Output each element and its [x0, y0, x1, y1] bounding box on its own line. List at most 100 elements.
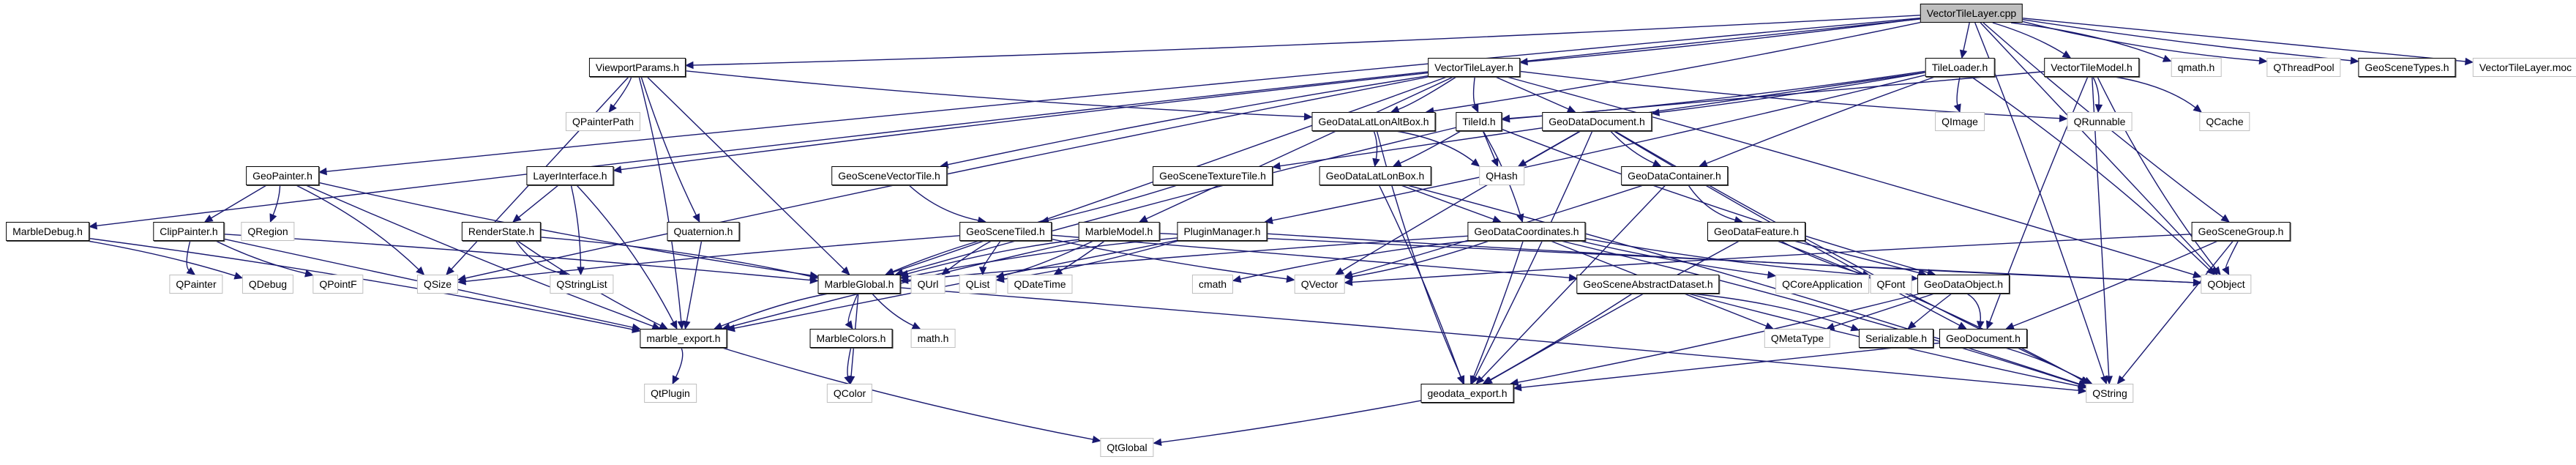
graph-node-qthreadpool: QThreadPool [2266, 58, 2341, 77]
graph-node-geoscenetiled-h[interactable]: GeoSceneTiled.h [959, 222, 1052, 241]
arrowhead-icon [692, 213, 700, 223]
arrowhead-icon [2258, 56, 2268, 65]
include-edge [692, 15, 1921, 66]
arrowhead-icon [1953, 103, 1961, 114]
include-edge [2022, 18, 2467, 62]
graph-node-geodatafeature-h[interactable]: GeoDataFeature.h [1707, 222, 1805, 241]
graph-node-qmetatype: QMetaType [1764, 329, 1831, 348]
arrowhead-icon [2078, 382, 2087, 390]
arrowhead-icon [1372, 157, 1380, 168]
graph-node-vectortilelayer-h[interactable]: VectorTileLayer.h [1428, 58, 1520, 77]
include-edge [646, 76, 845, 271]
include-edge [1956, 76, 1961, 106]
graph-node-qsize: QSize [416, 275, 459, 294]
arrowhead-icon [2193, 104, 2202, 113]
graph-node-geoscenetypes-h[interactable]: GeoSceneTypes.h [2358, 58, 2456, 77]
graph-node-qpointf: QPointF [312, 275, 364, 294]
graph-node-marble-export-h[interactable]: marble_export.h [640, 329, 727, 348]
graph-node-geoscenevectortile-h[interactable]: GeoSceneVectorTile.h [831, 166, 947, 185]
include-edge [1705, 76, 1935, 165]
graph-node-quaternion-h[interactable]: Quaternion.h [667, 222, 740, 241]
include-edge [95, 18, 1921, 227]
include-edge [1267, 233, 2195, 283]
graph-node-geodocument-h[interactable]: GeoDocument.h [1939, 329, 2027, 348]
arrowhead-icon [2116, 375, 2126, 384]
arrowhead-icon [1286, 275, 1295, 283]
include-edge [946, 240, 992, 272]
include-edge [2121, 240, 2234, 379]
include-edge [900, 287, 2080, 392]
include-edge [1480, 185, 1666, 379]
graph-node-qtplugin: QtPlugin [644, 384, 697, 403]
include-edge [1780, 240, 1864, 275]
graph-node-geopainter-h[interactable]: GeoPainter.h [246, 166, 319, 185]
include-edge [686, 240, 703, 323]
include-edge [1472, 76, 1476, 107]
graph-node-marblemodel-h[interactable]: MarbleModel.h [1078, 222, 1160, 241]
graph-node-geodataobject-h[interactable]: GeoDataObject.h [1917, 275, 2010, 294]
graph-node-geoscenegroup-h[interactable]: GeoSceneGroup.h [2191, 222, 2291, 241]
graph-node-vectortilelayer-cpp[interactable]: VectorTileLayer.cpp [1920, 4, 2023, 23]
arrowhead-icon [457, 278, 467, 286]
include-edge [1971, 76, 2210, 271]
include-edge [2022, 19, 2352, 62]
arrowhead-icon [1767, 271, 1777, 279]
graph-node-tileid-h[interactable]: TileId.h [1456, 112, 1502, 131]
include-edge [464, 235, 960, 283]
include-edge [1047, 185, 1177, 221]
arrowhead-icon [1344, 272, 1353, 280]
graph-node-math-h: math.h [910, 329, 956, 348]
graph-node-geodatacontainer-h[interactable]: GeoDataContainer.h [1621, 166, 1728, 185]
graph-node-geoscenetexturetile-h[interactable]: GeoSceneTextureTile.h [1153, 166, 1273, 185]
arrowhead-icon [1469, 375, 1478, 385]
graph-node-geodatacoordinates-h[interactable]: GeoDataCoordinates.h [1467, 222, 1586, 241]
include-edge [638, 76, 682, 323]
arrowhead-icon [613, 165, 622, 174]
arrowhead-icon [899, 276, 909, 284]
graph-node-serializable-h[interactable]: Serializable.h [1858, 329, 1934, 348]
include-edge [872, 293, 915, 327]
arrowhead-icon [672, 375, 680, 385]
include-edge [1520, 342, 1940, 388]
graph-node-viewportparams-h[interactable]: ViewportParams.h [588, 58, 686, 77]
include-edge [2092, 76, 2100, 106]
graph-node-qurl: QUrl [910, 275, 946, 294]
include-edge [224, 234, 812, 281]
arrowhead-icon [1153, 438, 1162, 447]
graph-node-layerinterface-h[interactable]: LayerInterface.h [526, 166, 614, 185]
graph-node-qdebug: QDebug [242, 275, 294, 294]
arrowhead-icon [632, 323, 641, 332]
arrowhead-icon [684, 61, 694, 70]
graph-node-tileloader-h[interactable]: TileLoader.h [1925, 58, 1995, 77]
graph-node-geodatalatlonbox-h[interactable]: GeoDataLatLonBox.h [1319, 166, 1431, 185]
graph-node-marblecolors-h[interactable]: MarbleColors.h [809, 329, 893, 348]
graph-node-cmath: cmath [1191, 275, 1234, 294]
include-edge [891, 240, 980, 273]
include-edge [1506, 76, 2195, 276]
arrowhead-icon [446, 266, 454, 275]
include-edge [1482, 130, 1496, 160]
graph-node-clippainter-h[interactable]: ClipPainter.h [153, 222, 225, 241]
graph-node-geodatadocument-h[interactable]: GeoDataDocument.h [1542, 112, 1652, 131]
arrowhead-icon [1344, 278, 1353, 286]
graph-node-marbleglobal-h[interactable]: MarbleGlobal.h [817, 275, 901, 294]
arrowhead-icon [2220, 214, 2230, 223]
graph-node-geodata-export-h[interactable]: geodata_export.h [1420, 384, 1514, 403]
graph-node-vectortilemodel-h[interactable]: VectorTileModel.h [2044, 58, 2139, 77]
include-edge [2022, 21, 2261, 62]
include-edge [2114, 76, 2197, 109]
include-edge [215, 240, 307, 275]
graph-node-pluginmanager-h[interactable]: PluginManager.h [1177, 222, 1268, 241]
graph-node-qlist: QList [959, 275, 997, 294]
arrowhead-icon [2212, 266, 2221, 275]
arrowhead-icon [683, 320, 691, 330]
include-edge [1373, 130, 1378, 160]
graph-node-geosceneabstractdataset-h[interactable]: GeoSceneAbstractDataset.h [1576, 275, 1720, 294]
arrowhead-icon [1335, 267, 1344, 275]
graph-node-renderstate-h[interactable]: RenderState.h [461, 222, 542, 241]
arrowhead-icon [1652, 159, 1662, 167]
arrowhead-icon [1092, 435, 1101, 444]
graph-node-marbledebug-h[interactable]: MarbleDebug.h [6, 222, 89, 241]
graph-node-geodatalatlonaltbox-h[interactable]: GeoDataLatLonAltBox.h [1311, 112, 1436, 131]
arrowhead-icon [1513, 383, 1522, 392]
